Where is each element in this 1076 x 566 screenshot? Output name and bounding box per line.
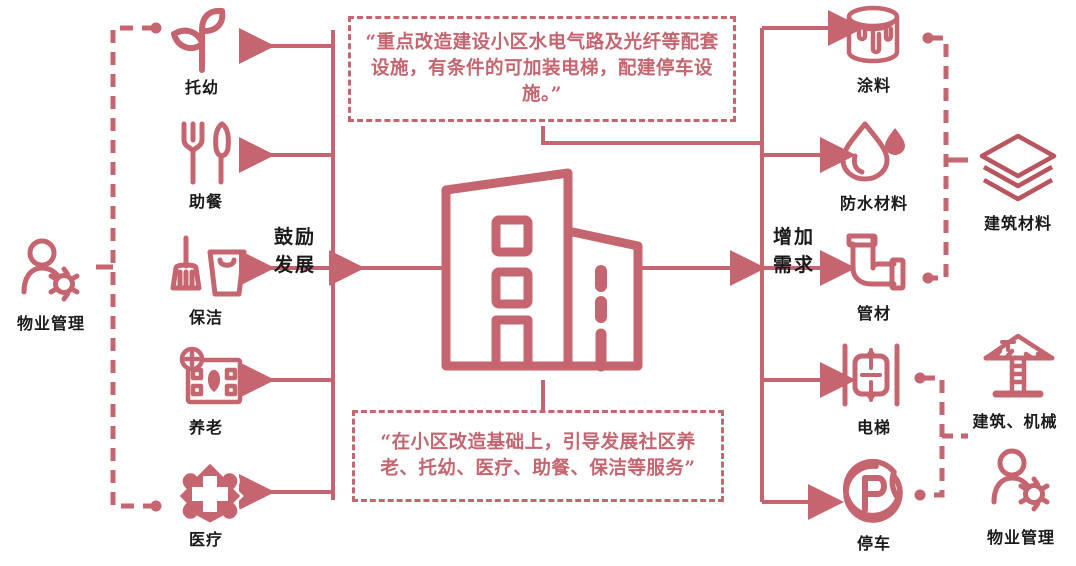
node-label-property-management-right: 物业管理 <box>986 528 1055 547</box>
wire-right-bracket-materials <box>930 35 949 281</box>
node-parking <box>838 458 908 528</box>
node-construction-machinery <box>982 332 1056 402</box>
node-label-elevator: 电梯 <box>856 418 891 437</box>
node-label-waterproof-material: 防水材料 <box>839 194 908 213</box>
node-label-pipe-material: 管材 <box>856 304 891 323</box>
flow-label-right: 增加 需求 <box>752 224 836 279</box>
flow-label-left-line1: 鼓励 <box>273 226 316 248</box>
dot-right-bracket1-top <box>922 32 934 44</box>
node-label-building-materials: 建筑材料 <box>983 214 1052 233</box>
dot-right-bracket2-top <box>914 372 926 384</box>
node-property-management-right <box>988 448 1054 514</box>
wire-quote-top-to-right <box>541 126 762 145</box>
dot-right-bracket2-bottom <box>914 489 926 501</box>
quote-bottom: “在小区改造基础上，引导发展社区养老、托幼、医疗、助餐、保洁等服务” <box>352 410 724 502</box>
dot-right-bracket1-bottom <box>922 272 934 284</box>
flow-label-right-line1: 增加 <box>772 226 815 248</box>
node-label-construction-machinery: 建筑、机械 <box>972 412 1058 431</box>
node-label-property-management-left: 物业管理 <box>16 314 85 333</box>
node-label-paint: 涂料 <box>856 76 891 95</box>
node-pipe-material <box>842 233 912 294</box>
flow-label-left-line2: 发展 <box>273 253 316 276</box>
dot-left-bracket-bottom <box>150 500 162 512</box>
node-building-materials <box>978 133 1058 206</box>
node-waterproof-material <box>840 118 906 182</box>
node-cleaning <box>170 235 248 298</box>
node-elevator <box>840 343 902 407</box>
node-elderly-care <box>179 346 244 406</box>
node-label-childcare: 托幼 <box>184 78 219 97</box>
node-label-meal-service: 助餐 <box>188 192 223 211</box>
node-medical <box>176 460 244 526</box>
node-meal-service <box>178 121 234 185</box>
node-childcare <box>166 7 236 73</box>
apartment-building-icon <box>438 168 648 373</box>
flow-label-left: 鼓励 发展 <box>253 224 337 279</box>
flow-label-right-line2: 需求 <box>772 253 815 276</box>
wire-left-bracket <box>110 25 155 509</box>
quote-top: “重点改造建设小区水电气路及光纤等配套设施，有条件的可加装电梯，配建停车设施。” <box>348 16 736 122</box>
node-label-elderly-care: 养老 <box>188 418 223 437</box>
node-label-parking: 停车 <box>856 534 891 553</box>
node-paint <box>842 4 904 66</box>
node-label-cleaning: 保洁 <box>188 308 223 327</box>
wire-right-bracket-services <box>922 375 945 498</box>
dot-left-bracket-top <box>150 22 162 34</box>
node-property-management-left <box>18 238 84 304</box>
node-label-medical: 医疗 <box>188 530 223 549</box>
